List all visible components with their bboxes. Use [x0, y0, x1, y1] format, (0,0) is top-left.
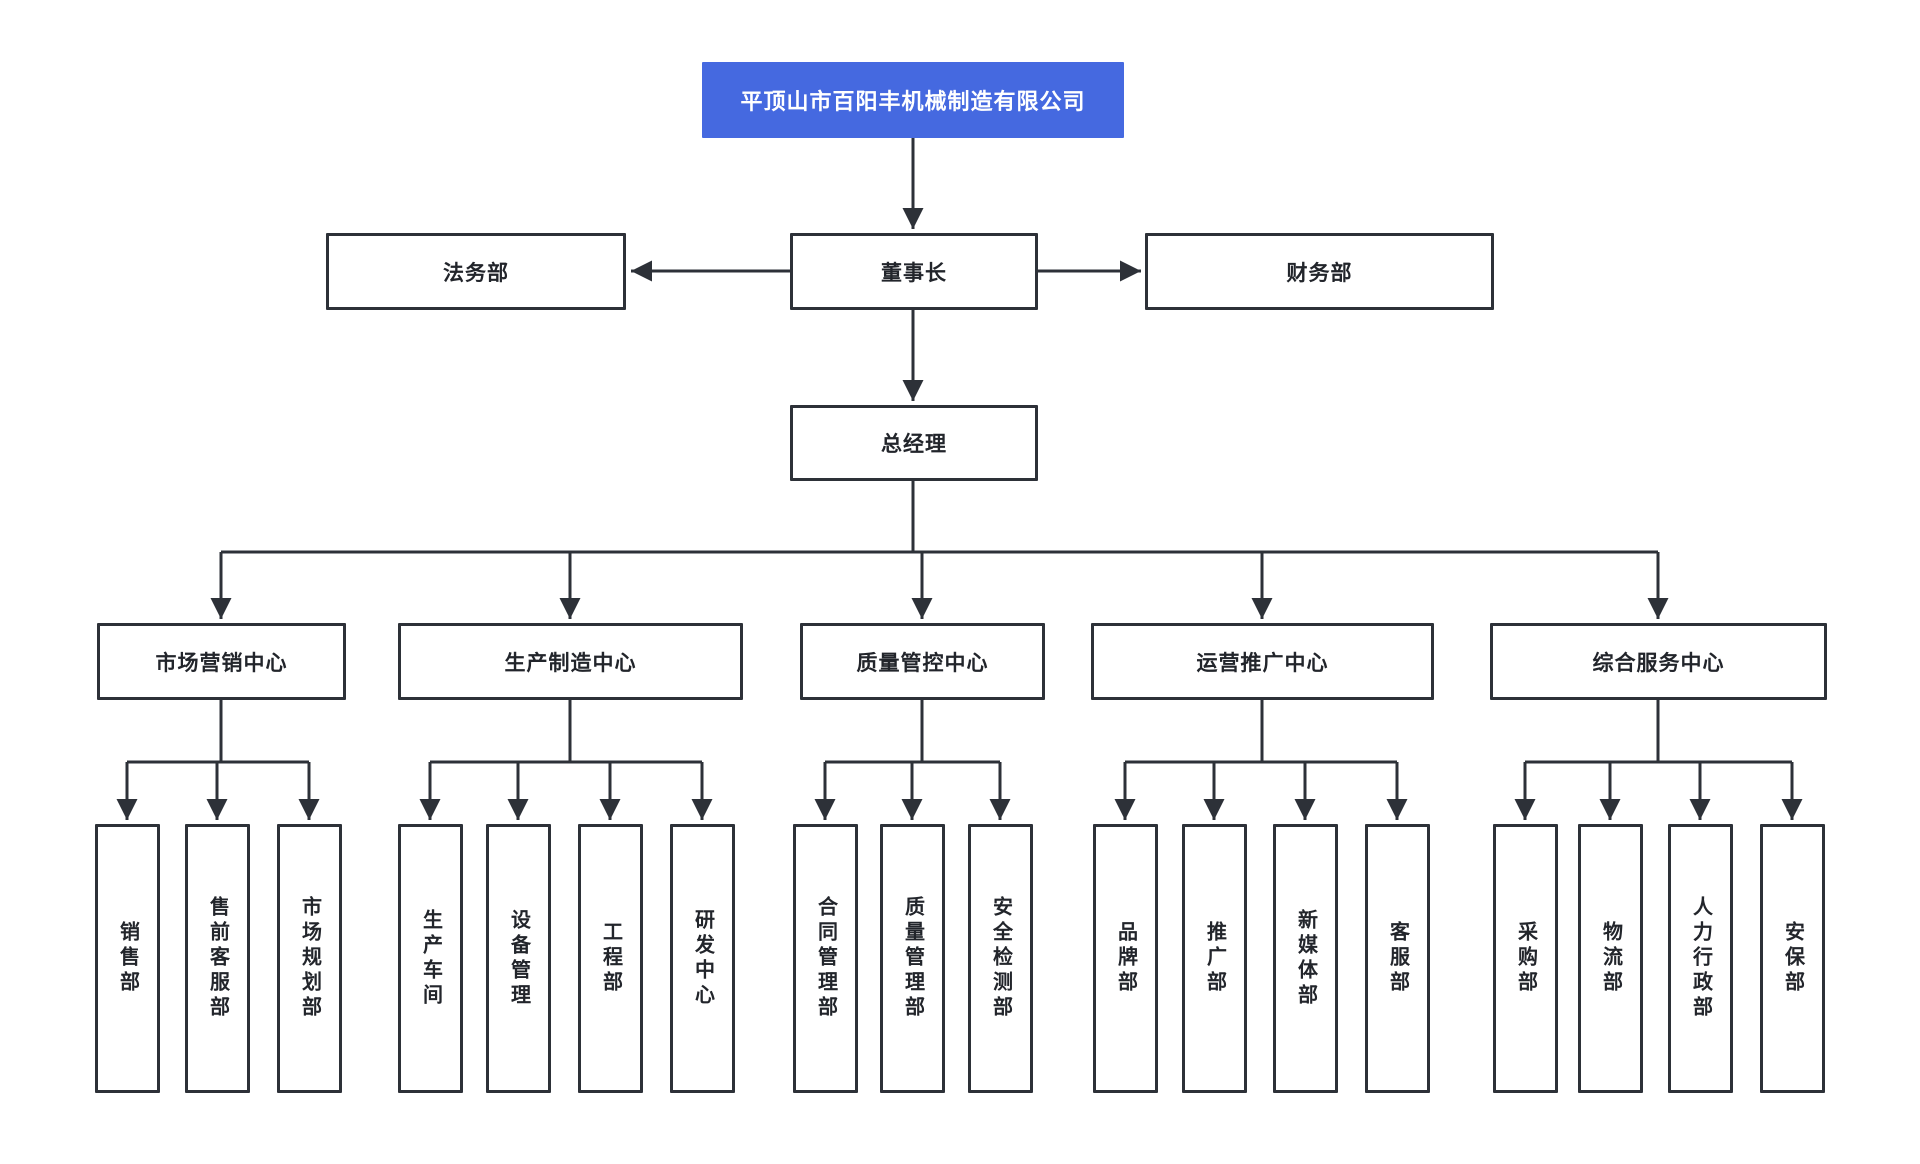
node-label: 总经理: [881, 433, 947, 456]
node-hr-admin-dept: 人力行政部: [1668, 824, 1733, 1093]
node-label: 董事长: [881, 261, 947, 285]
node-label: 平顶山市百阳丰机械制造有限公司: [740, 89, 1086, 114]
node-equipment-management: 设备管理: [486, 824, 551, 1093]
node-operations-center: 运营推广中心: [1091, 623, 1434, 700]
node-label: 客服部: [1386, 921, 1409, 996]
node-label: 运营推广中心: [1196, 651, 1329, 675]
node-label: 人力行政部: [1689, 896, 1712, 1021]
node-marketing-center: 市场营销中心: [97, 623, 346, 700]
node-production-center: 生产制造中心: [398, 623, 743, 700]
node-procurement-dept: 采购部: [1493, 824, 1558, 1093]
node-finance-dept: 财务部: [1145, 233, 1494, 310]
node-label: 质量管理部: [901, 896, 924, 1021]
node-label: 法务部: [443, 261, 509, 285]
node-new-media-dept: 新媒体部: [1273, 824, 1338, 1093]
node-label: 推广部: [1203, 921, 1226, 996]
node-label: 生产车间: [419, 908, 442, 1009]
node-services-center: 综合服务中心: [1490, 623, 1827, 700]
node-label: 设备管理: [507, 908, 530, 1009]
node-label: 综合服务中心: [1592, 651, 1725, 675]
node-rnd-center: 研发中心: [670, 824, 735, 1093]
node-label: 安保部: [1781, 921, 1804, 996]
node-engineering-dept: 工程部: [578, 824, 643, 1093]
node-label: 工程部: [599, 921, 622, 996]
node-promotion-dept: 推广部: [1182, 824, 1247, 1093]
node-customer-service-dept: 客服部: [1365, 824, 1430, 1093]
node-presales-service-dept: 售前客服部: [185, 824, 250, 1093]
node-label: 合同管理部: [814, 896, 837, 1021]
node-label: 财务部: [1286, 261, 1353, 285]
node-label: 销售部: [116, 921, 139, 996]
node-label: 品牌部: [1114, 921, 1137, 996]
node-quality-management-dept: 质量管理部: [880, 824, 945, 1093]
node-label: 研发中心: [691, 908, 714, 1009]
node-label: 采购部: [1514, 921, 1537, 996]
node-label: 售前客服部: [206, 896, 229, 1021]
node-label: 市场营销中心: [155, 651, 288, 675]
node-label: 安全检测部: [989, 896, 1012, 1021]
node-safety-inspection-dept: 安全检测部: [968, 824, 1033, 1093]
node-label: 新媒体部: [1294, 908, 1317, 1009]
node-sales-dept: 销售部: [95, 824, 160, 1093]
node-label: 物流部: [1599, 921, 1622, 996]
node-general-manager: 总经理: [790, 405, 1038, 481]
node-security-dept: 安保部: [1760, 824, 1825, 1093]
node-legal-dept: 法务部: [326, 233, 626, 310]
node-quality-center: 质量管控中心: [800, 623, 1045, 700]
node-contract-management-dept: 合同管理部: [793, 824, 858, 1093]
node-production-workshop: 生产车间: [398, 824, 463, 1093]
node-chairman: 董事长: [790, 233, 1038, 310]
node-label: 质量管控中心: [856, 651, 989, 675]
node-market-planning-dept: 市场规划部: [277, 824, 342, 1093]
node-logistics-dept: 物流部: [1578, 824, 1643, 1093]
node-label: 生产制造中心: [504, 651, 637, 675]
node-label: 市场规划部: [298, 896, 321, 1021]
node-brand-dept: 品牌部: [1093, 824, 1158, 1093]
node-company: 平顶山市百阳丰机械制造有限公司: [702, 62, 1124, 138]
